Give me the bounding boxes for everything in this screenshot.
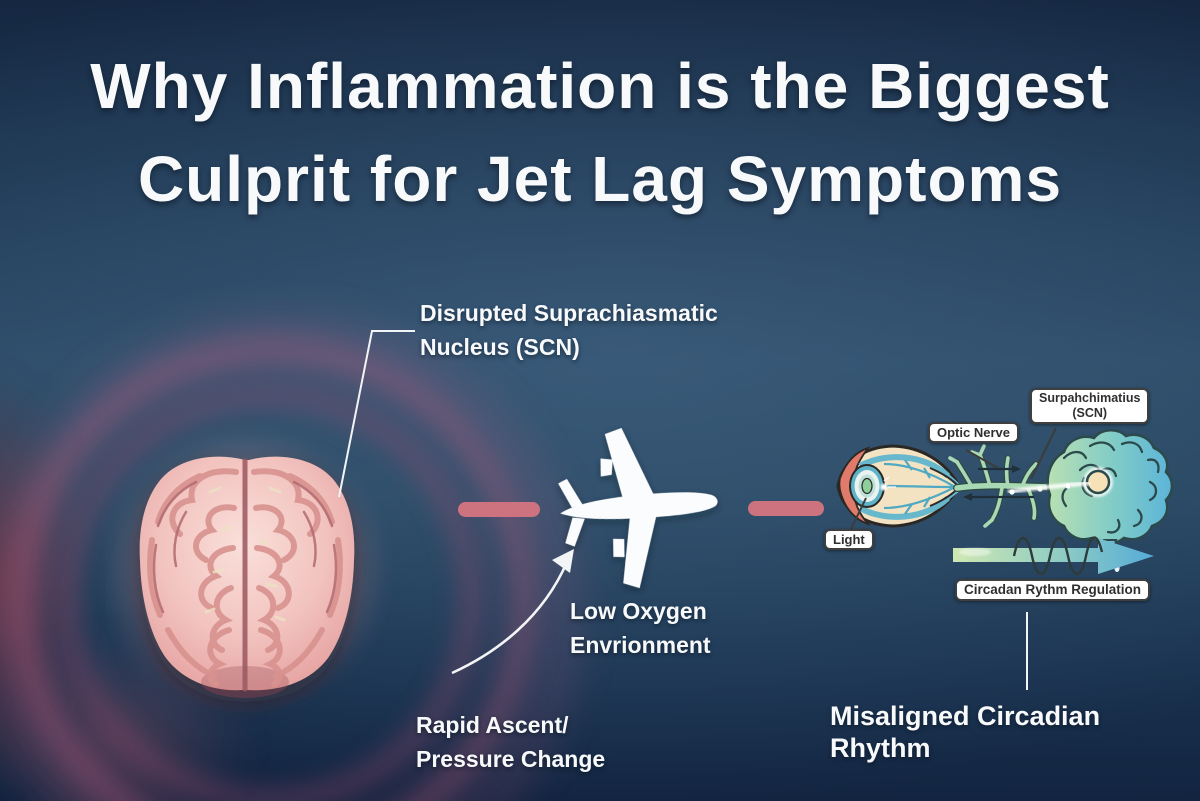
annotation-rapid-ascent-line1: Rapid Ascent/ — [416, 712, 569, 738]
annotation-misaligned-rhythm: Misaligned Circadian Rhythm — [830, 701, 1101, 763]
flow-dash-left — [458, 502, 540, 517]
annotation-low-oxygen-line1: Low Oxygen — [570, 598, 707, 624]
annotation-disrupted-scn-line2: Nucleus (SCN) — [420, 334, 580, 360]
scn-nucleus-spot — [1085, 469, 1111, 495]
scn-tag-line1: Surpahchimatius — [1039, 391, 1141, 405]
brain-top-view-illustration — [139, 456, 355, 698]
annotation-disrupted-scn: Disrupted Suprachiasmatic Nucleus (SCN) — [420, 296, 718, 364]
eye-cross-section-illustration — [836, 427, 1174, 576]
scn-tag: Surpahchimatius (SCN) — [1030, 388, 1150, 424]
flow-dash-right — [748, 501, 824, 516]
annotation-rapid-ascent: Rapid Ascent/ Pressure Change — [416, 708, 605, 776]
circadian-regulation-tag: Circadan Rythm Regulation — [955, 579, 1151, 601]
title-line-1: Why Inflammation is the Biggest — [90, 50, 1110, 122]
optic-nerve-tag: Optic Nerve — [928, 422, 1019, 444]
scn-tag-line2: (SCN) — [1072, 405, 1108, 420]
annotation-disrupted-scn-line1: Disrupted Suprachiasmatic — [420, 300, 718, 326]
light-tag: Light — [824, 529, 874, 551]
annotation-low-oxygen-line2: Envrionment — [570, 632, 711, 658]
annotation-low-oxygen: Low Oxygen Envrionment — [570, 594, 711, 662]
scn-label-leader-line — [338, 330, 415, 498]
rapid-ascent-arrow-curve — [451, 561, 569, 675]
title-line-2: Culprit for Jet Lag Symptoms — [137, 143, 1063, 215]
annotation-rapid-ascent-line2: Pressure Change — [416, 746, 606, 772]
airplane-icon — [558, 427, 718, 589]
page-title: Why Inflammation is the Biggest Culprit … — [0, 40, 1200, 226]
